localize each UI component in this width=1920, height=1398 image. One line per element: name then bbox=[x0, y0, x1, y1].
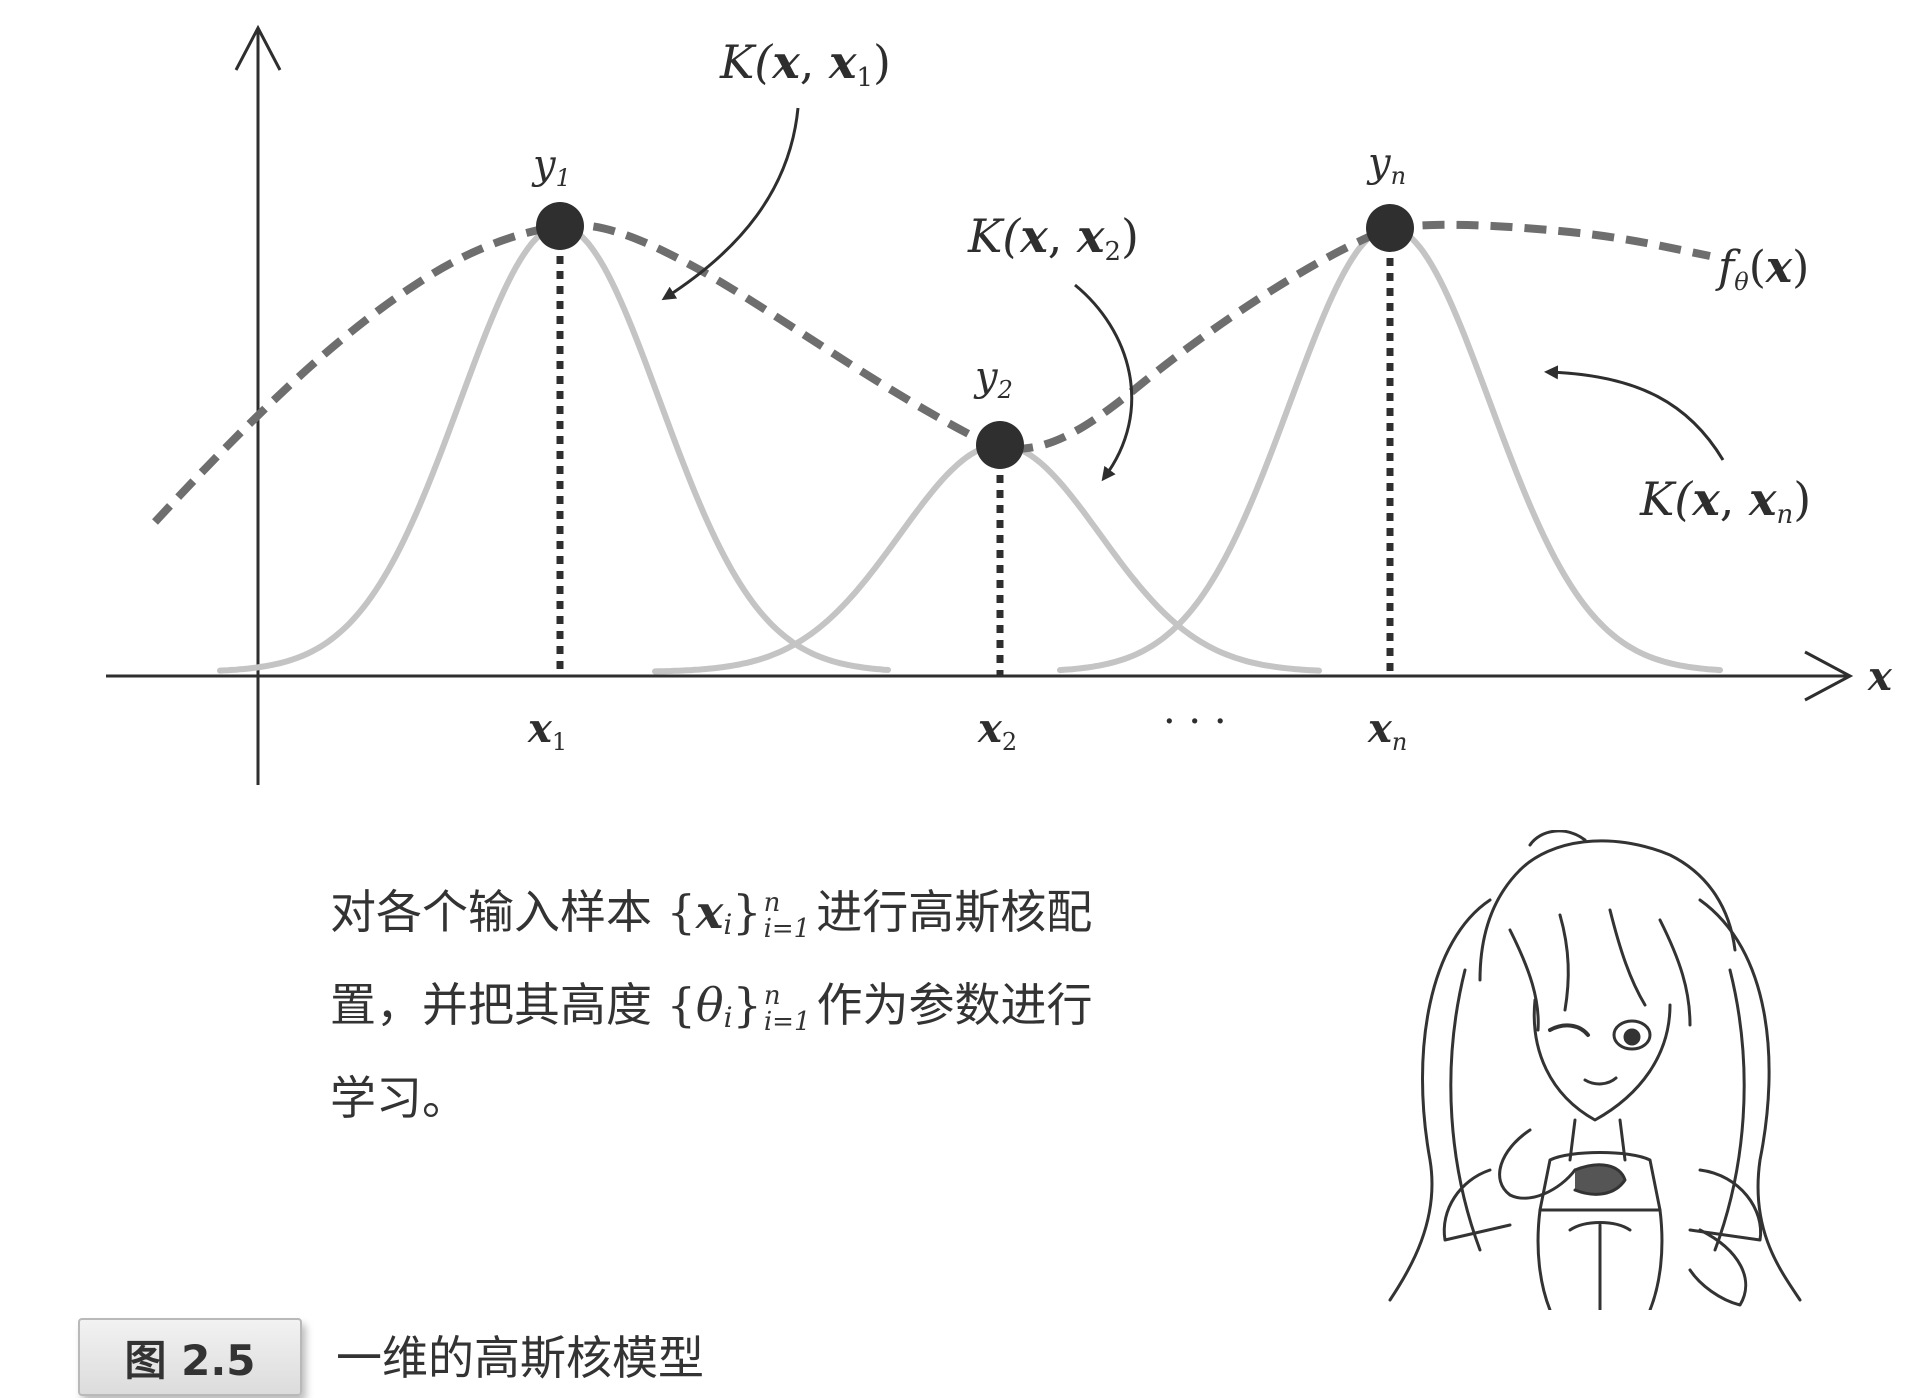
x-axis-label: x bbox=[1867, 653, 1893, 700]
data-point-2 bbox=[976, 421, 1024, 469]
y-label-1: y1 bbox=[531, 142, 571, 192]
x-tick-label-n: xn bbox=[1367, 705, 1407, 756]
model-function-curve bbox=[152, 220, 1711, 525]
x-tick-label-1: x1 bbox=[527, 705, 567, 756]
x-tick-label-2: x2 bbox=[977, 705, 1017, 756]
kernel-label-n: K(x, xn) bbox=[1639, 472, 1811, 530]
arrow-kernel-2 bbox=[1074, 283, 1134, 482]
anime-girl-illustration bbox=[1388, 830, 1802, 1310]
gaussian-kernel-diagram: y1 y2 yn x1 x2 xn · · · x K(x, x1) K(x, … bbox=[106, 24, 1893, 785]
bubble-line-3: 学习。 bbox=[330, 1071, 468, 1125]
data-point-n bbox=[1366, 204, 1414, 252]
model-function-label: fθ(x) bbox=[1715, 242, 1809, 296]
x-ellipsis: · · · bbox=[1163, 699, 1227, 745]
y-label-2: y2 bbox=[973, 354, 1013, 404]
x-axis-arrowhead bbox=[1804, 650, 1854, 702]
arrow-kernel-1 bbox=[661, 107, 800, 301]
y-label-n: yn bbox=[1366, 140, 1406, 190]
arrow-kernel-n bbox=[1544, 365, 1725, 461]
figure-caption: 一维的高斯核模型 bbox=[336, 1331, 704, 1385]
y-axis-arrowhead bbox=[234, 24, 282, 71]
kernel-curve-1 bbox=[217, 222, 891, 674]
kernel-label-1: K(x, x1) bbox=[719, 35, 891, 93]
figure-number-badge: 图 2.5 bbox=[78, 1318, 302, 1396]
kernel-curve-2 bbox=[652, 441, 1322, 675]
data-point-1 bbox=[536, 202, 584, 250]
kernel-label-2: K(x, x2) bbox=[967, 209, 1139, 267]
